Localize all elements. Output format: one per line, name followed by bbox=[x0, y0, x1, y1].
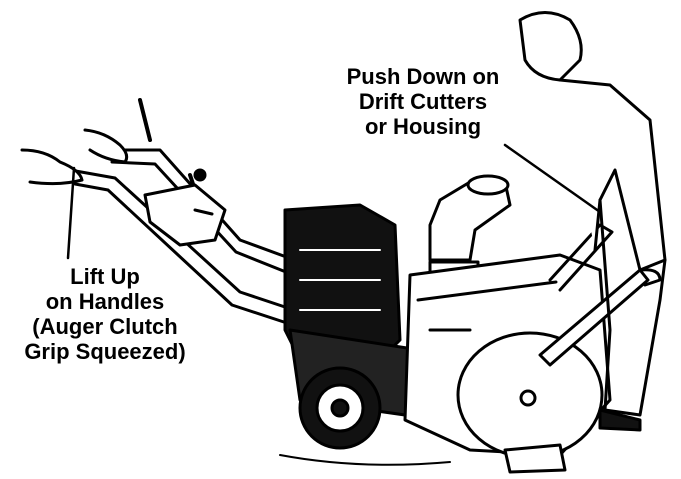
ground-shadow bbox=[280, 455, 450, 465]
push-down-line-2: Drift Cutters bbox=[318, 89, 528, 114]
wheel bbox=[300, 368, 380, 448]
lift-up-line-2: on Handles bbox=[0, 289, 210, 314]
push-down-label: Push Down on Drift Cutters or Housing bbox=[318, 64, 528, 139]
lift-up-line-3: (Auger Clutch bbox=[0, 314, 210, 339]
push-down-line-3: or Housing bbox=[318, 114, 528, 139]
auger-housing bbox=[405, 255, 610, 457]
push-down-line-1: Push Down on bbox=[318, 64, 528, 89]
lift-up-label: Lift Up on Handles (Auger Clutch Grip Sq… bbox=[0, 264, 210, 364]
lift-up-line-4: Grip Squeezed) bbox=[0, 339, 210, 364]
skid-shoe bbox=[505, 445, 565, 472]
lift-up-line-1: Lift Up bbox=[0, 264, 210, 289]
